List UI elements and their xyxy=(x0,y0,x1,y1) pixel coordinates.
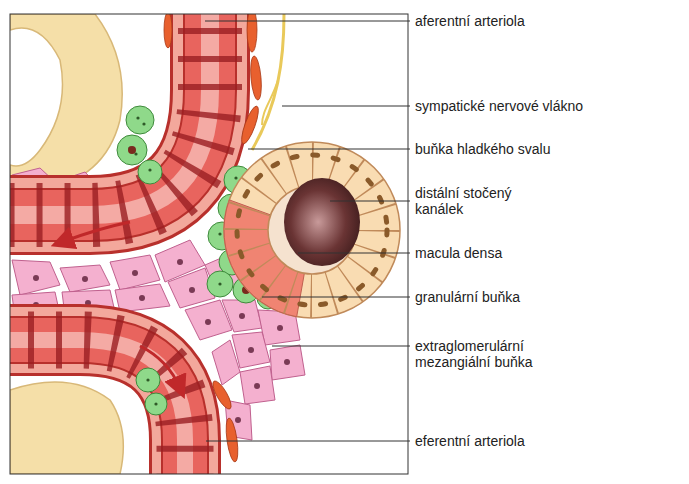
part-label: extraglomerulární mezangiální buňka xyxy=(415,338,550,370)
part-label: buňka hladkého svalu xyxy=(415,141,675,157)
part-label: distální stočený kanálek xyxy=(415,185,540,217)
part-label: aferentní arteriola xyxy=(415,13,675,29)
part-label: eferentní arteriola xyxy=(415,433,675,449)
part-label: granulární buňka xyxy=(415,289,675,305)
part-label: macula densa xyxy=(415,245,675,261)
part-label: sympatické nervové vlákno xyxy=(415,98,675,114)
